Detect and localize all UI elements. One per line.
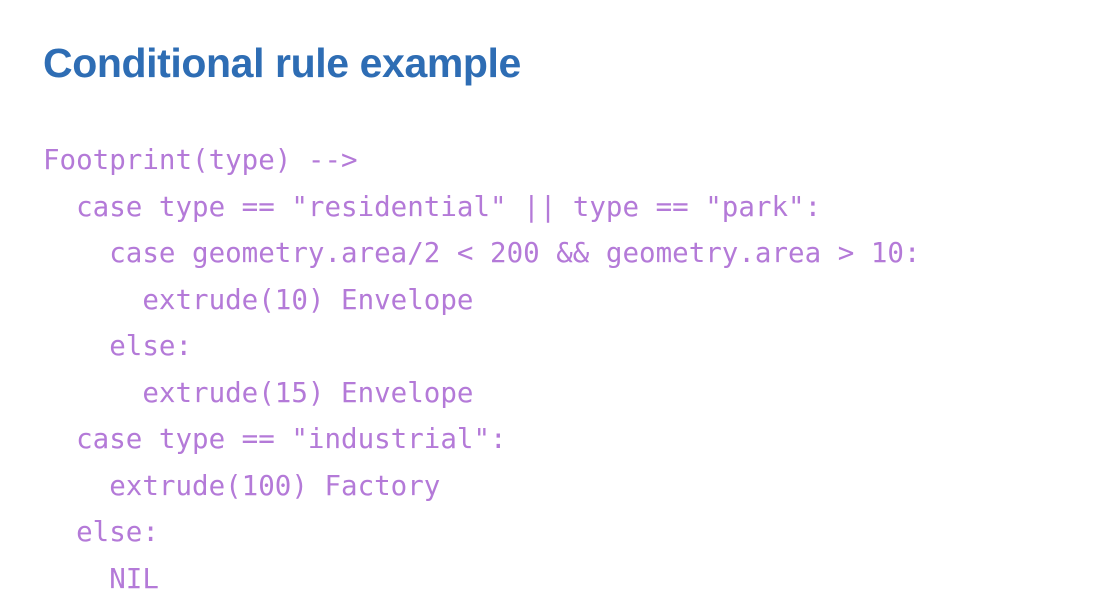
code-line: case type == "industrial":	[43, 423, 507, 455]
code-line: Footprint(type) -->	[43, 144, 358, 176]
code-line: else:	[43, 516, 159, 548]
page-title: Conditional rule example	[43, 40, 521, 86]
code-line: extrude(15) Envelope	[43, 376, 474, 409]
code-block: Footprint(type) --> case type == "reside…	[43, 137, 921, 602]
code-line: extrude(10) Envelope	[43, 283, 474, 316]
code-line: else:	[43, 330, 193, 362]
code-line: case type == "residential" || type == "p…	[43, 190, 822, 223]
code-line: NIL	[43, 562, 159, 595]
code-line: extrude(100) Factory	[43, 469, 441, 502]
code-content: Footprint(type) --> case type == "reside…	[43, 137, 921, 602]
code-line: case geometry.area/2 < 200 && geometry.a…	[43, 237, 921, 269]
